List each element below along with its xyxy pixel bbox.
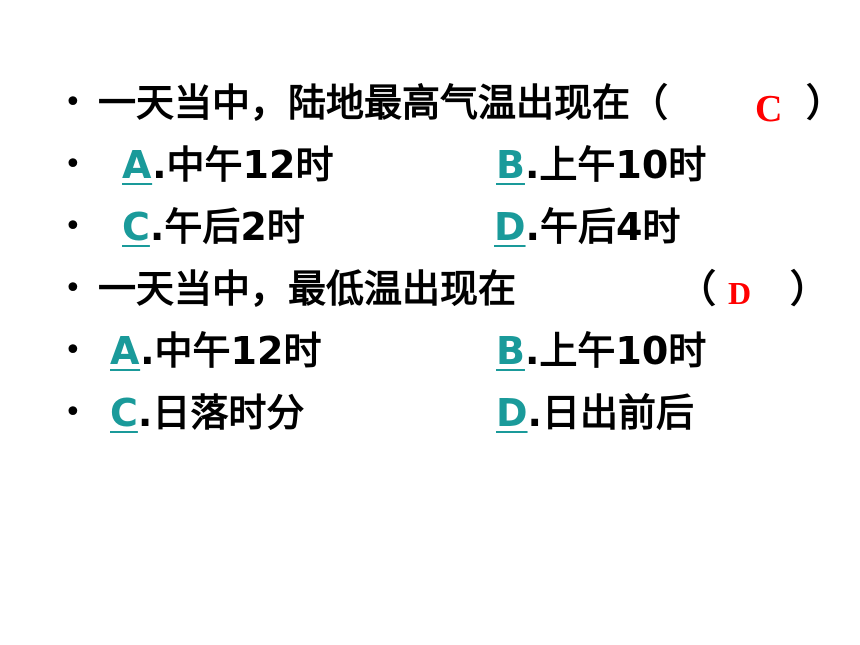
option-text: .午后4时 bbox=[525, 205, 681, 249]
option-text: .中午12时 bbox=[152, 143, 334, 187]
bullet-icon: • bbox=[64, 271, 82, 306]
question-2-options-row-1: • A.中午12时 B.上午10时 bbox=[0, 326, 860, 376]
question-2-option-d[interactable]: D.日出前后 bbox=[496, 388, 694, 438]
question-2-answer: D bbox=[728, 275, 752, 311]
option-letter-link[interactable]: C bbox=[122, 205, 150, 249]
question-2-option-a[interactable]: A.中午12时 bbox=[110, 326, 321, 376]
question-1-answer: C bbox=[755, 88, 783, 130]
question-2-close-paren: ） bbox=[790, 267, 829, 311]
question-1-option-a[interactable]: A.中午12时 bbox=[122, 140, 333, 190]
question-2-stem: 一天当中，最低温出现在 bbox=[98, 267, 517, 311]
question-1-stem-line: • 一天当中，陆地最高气温出现在（ C ） bbox=[0, 78, 860, 130]
option-text: .午后2时 bbox=[149, 205, 305, 249]
option-letter-link[interactable]: D bbox=[494, 205, 526, 249]
bullet-icon: • bbox=[64, 85, 82, 120]
question-2-option-b[interactable]: B.上午10时 bbox=[496, 326, 706, 376]
bullet-icon: • bbox=[64, 333, 82, 368]
question-1-stem: 一天当中，陆地最高气温出现在（ bbox=[98, 81, 669, 125]
question-2-stem-line: • 一天当中，最低温出现在 （ D ） bbox=[0, 264, 860, 314]
option-letter-link[interactable]: A bbox=[110, 329, 141, 373]
option-text: .上午10时 bbox=[524, 143, 707, 187]
option-letter-link[interactable]: B bbox=[496, 329, 525, 373]
option-letter-link[interactable]: B bbox=[496, 143, 525, 187]
bullet-icon: • bbox=[64, 395, 82, 430]
option-text: .日落时分 bbox=[137, 391, 305, 435]
option-letter-link[interactable]: A bbox=[122, 143, 153, 187]
option-text: .中午12时 bbox=[140, 329, 322, 373]
question-1-options-row-1: • A.中午12时 B.上午10时 bbox=[0, 140, 860, 190]
question-1-option-c[interactable]: C.午后2时 bbox=[122, 202, 305, 252]
bullet-icon: • bbox=[64, 209, 82, 244]
question-1-options-row-2: • C.午后2时 D.午后4时 bbox=[0, 202, 860, 252]
bullet-icon: • bbox=[64, 147, 82, 182]
question-2-options-row-2: • C.日落时分 D.日出前后 bbox=[0, 388, 860, 438]
question-1-option-b[interactable]: B.上午10时 bbox=[496, 140, 706, 190]
option-letter-link[interactable]: C bbox=[110, 391, 138, 435]
question-1-option-d[interactable]: D.午后4时 bbox=[494, 202, 680, 252]
option-text: .上午10时 bbox=[524, 329, 707, 373]
question-1-close-paren: ） bbox=[806, 81, 845, 125]
option-text: .日出前后 bbox=[527, 391, 694, 435]
question-2-open-paren: （ bbox=[678, 267, 717, 311]
question-2-option-c[interactable]: C.日落时分 bbox=[110, 388, 304, 438]
option-letter-link[interactable]: D bbox=[496, 391, 528, 435]
